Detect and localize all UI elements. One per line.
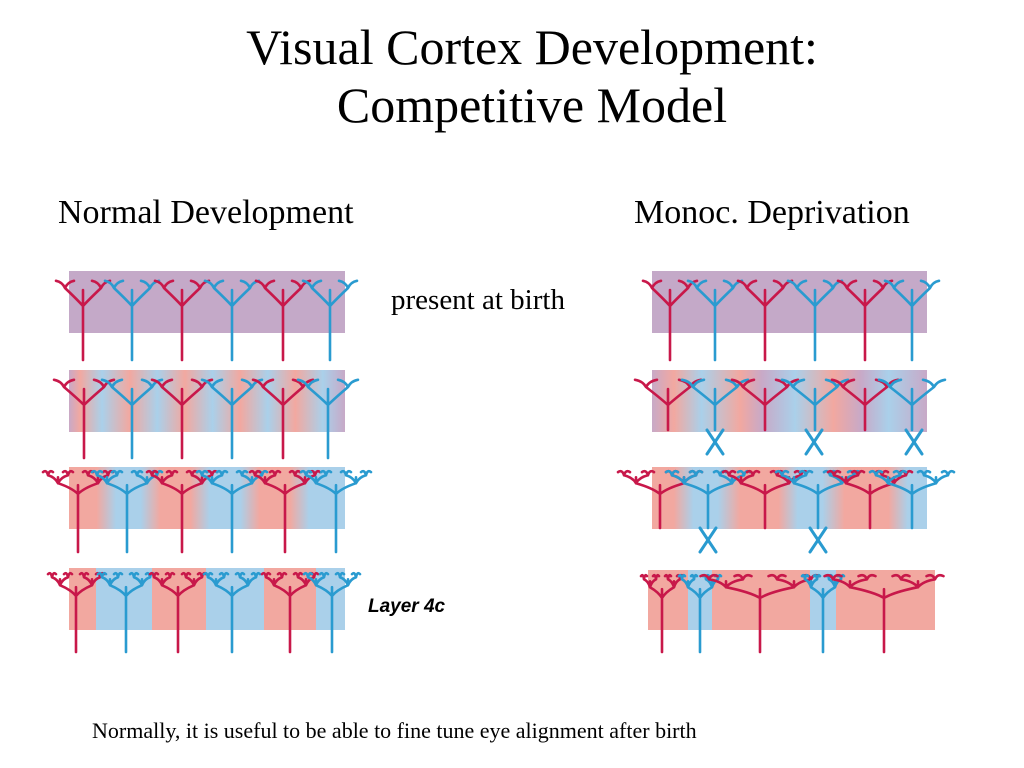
monocular-deprivation-heading: Monoc. Deprivation bbox=[634, 194, 910, 231]
deprived-stage-2-band bbox=[652, 370, 927, 432]
deprived-s4-axon-47 bbox=[823, 573, 945, 654]
normal-s1-axon-5 bbox=[254, 279, 312, 362]
deprived-s2-axon-33 bbox=[730, 378, 800, 432]
slide-caption: Normally, it is useful to be able to fin… bbox=[92, 718, 697, 743]
retraction-x-mark-2 bbox=[804, 428, 824, 456]
present-at-birth-note: present at birth bbox=[391, 284, 565, 316]
deprived-s1-axon-29 bbox=[836, 279, 894, 362]
deprived-s2-axon-31 bbox=[633, 378, 703, 432]
title-line-2: Competitive Model bbox=[336, 77, 728, 133]
normal-s3-axon-18 bbox=[299, 469, 373, 554]
title-line-1: Visual Cortex Development: bbox=[246, 19, 818, 75]
layer-4c-label: Layer 4c bbox=[368, 596, 446, 617]
deprived-stage-4-band bbox=[648, 570, 935, 630]
normal-stage-2-band bbox=[69, 370, 345, 432]
deprived-s1-axon-27 bbox=[736, 279, 794, 362]
retraction-x-mark-5 bbox=[808, 526, 828, 554]
deprived-s1-axon-28 bbox=[786, 279, 844, 362]
deprived-s2-axon-36 bbox=[877, 378, 947, 432]
normal-s2-axon-12 bbox=[296, 378, 360, 460]
normal-s2-axon-9 bbox=[150, 378, 214, 460]
deprived-s1-axon-25 bbox=[641, 279, 699, 362]
normal-s4-axon-21 bbox=[148, 571, 208, 654]
normal-s2-axon-8 bbox=[100, 378, 164, 460]
normal-s4-axon-20 bbox=[96, 571, 156, 654]
normal-s3-axon-17 bbox=[248, 469, 322, 554]
retracted-axon-marks bbox=[698, 428, 924, 554]
deprived-s1-axon-26 bbox=[686, 279, 744, 362]
deprived-s2-axon-32 bbox=[680, 378, 750, 432]
axon-arbors bbox=[41, 279, 956, 654]
normal-s2-axon-10 bbox=[200, 378, 264, 460]
deprived-s1-axon-30 bbox=[883, 279, 941, 362]
deprived-s3-axon-42 bbox=[868, 469, 956, 530]
normal-s4-axon-22 bbox=[202, 571, 262, 654]
normal-s1-axon-2 bbox=[103, 279, 161, 362]
normal-s2-axon-11 bbox=[251, 378, 315, 460]
retraction-x-mark-1 bbox=[705, 428, 725, 456]
normal-development-heading: Normal Development bbox=[58, 194, 354, 231]
normal-s1-axon-6 bbox=[301, 279, 359, 362]
normal-s1-axon-4 bbox=[203, 279, 261, 362]
retraction-x-mark-3 bbox=[904, 428, 924, 456]
deprived-s2-axon-35 bbox=[830, 378, 900, 432]
normal-s2-axon-7 bbox=[52, 378, 116, 460]
slide-title: Visual Cortex Development: Competitive M… bbox=[0, 18, 1024, 134]
normal-s1-axon-3 bbox=[153, 279, 211, 362]
deprived-s2-axon-34 bbox=[780, 378, 850, 432]
normal-s4-axon-24 bbox=[302, 571, 362, 654]
retraction-x-mark-4 bbox=[698, 526, 718, 554]
normal-s1-axon-1 bbox=[54, 279, 112, 362]
